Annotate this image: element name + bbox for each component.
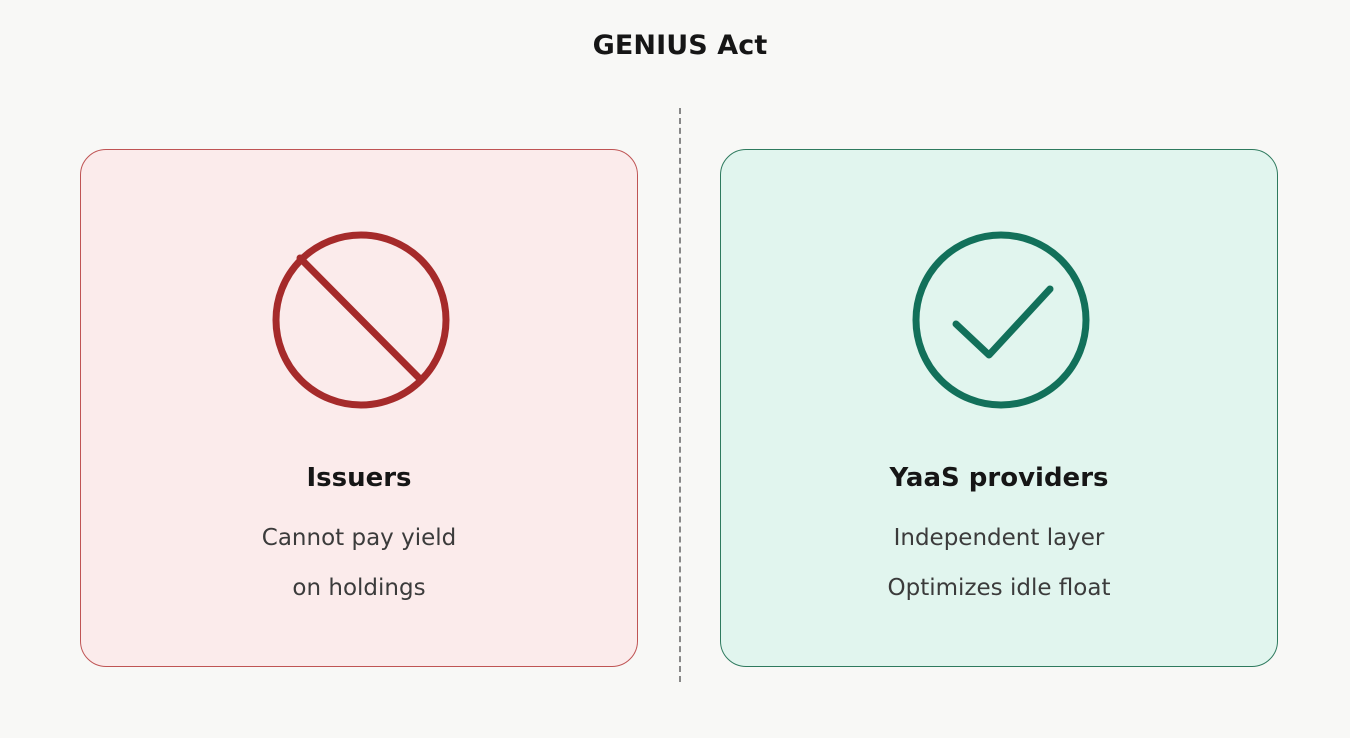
issuers-card: Issuers Cannot pay yield on holdings: [80, 149, 638, 667]
dashed-divider: [679, 108, 681, 682]
yaas-providers-card: YaaS providers Independent layer Optimiz…: [720, 149, 1278, 667]
card-description-line: on holdings: [292, 575, 426, 601]
card-heading: Issuers: [306, 463, 412, 493]
card-description-line: Independent layer: [893, 525, 1105, 551]
card-heading: YaaS providers: [889, 463, 1109, 493]
card-description-line: Cannot pay yield: [261, 525, 457, 551]
diagram-title: GENIUS Act: [592, 30, 768, 61]
card-description-line: Optimizes idle float: [887, 575, 1111, 601]
checkmark-circle-icon: [912, 231, 1090, 409]
prohibited-icon: [272, 231, 450, 409]
